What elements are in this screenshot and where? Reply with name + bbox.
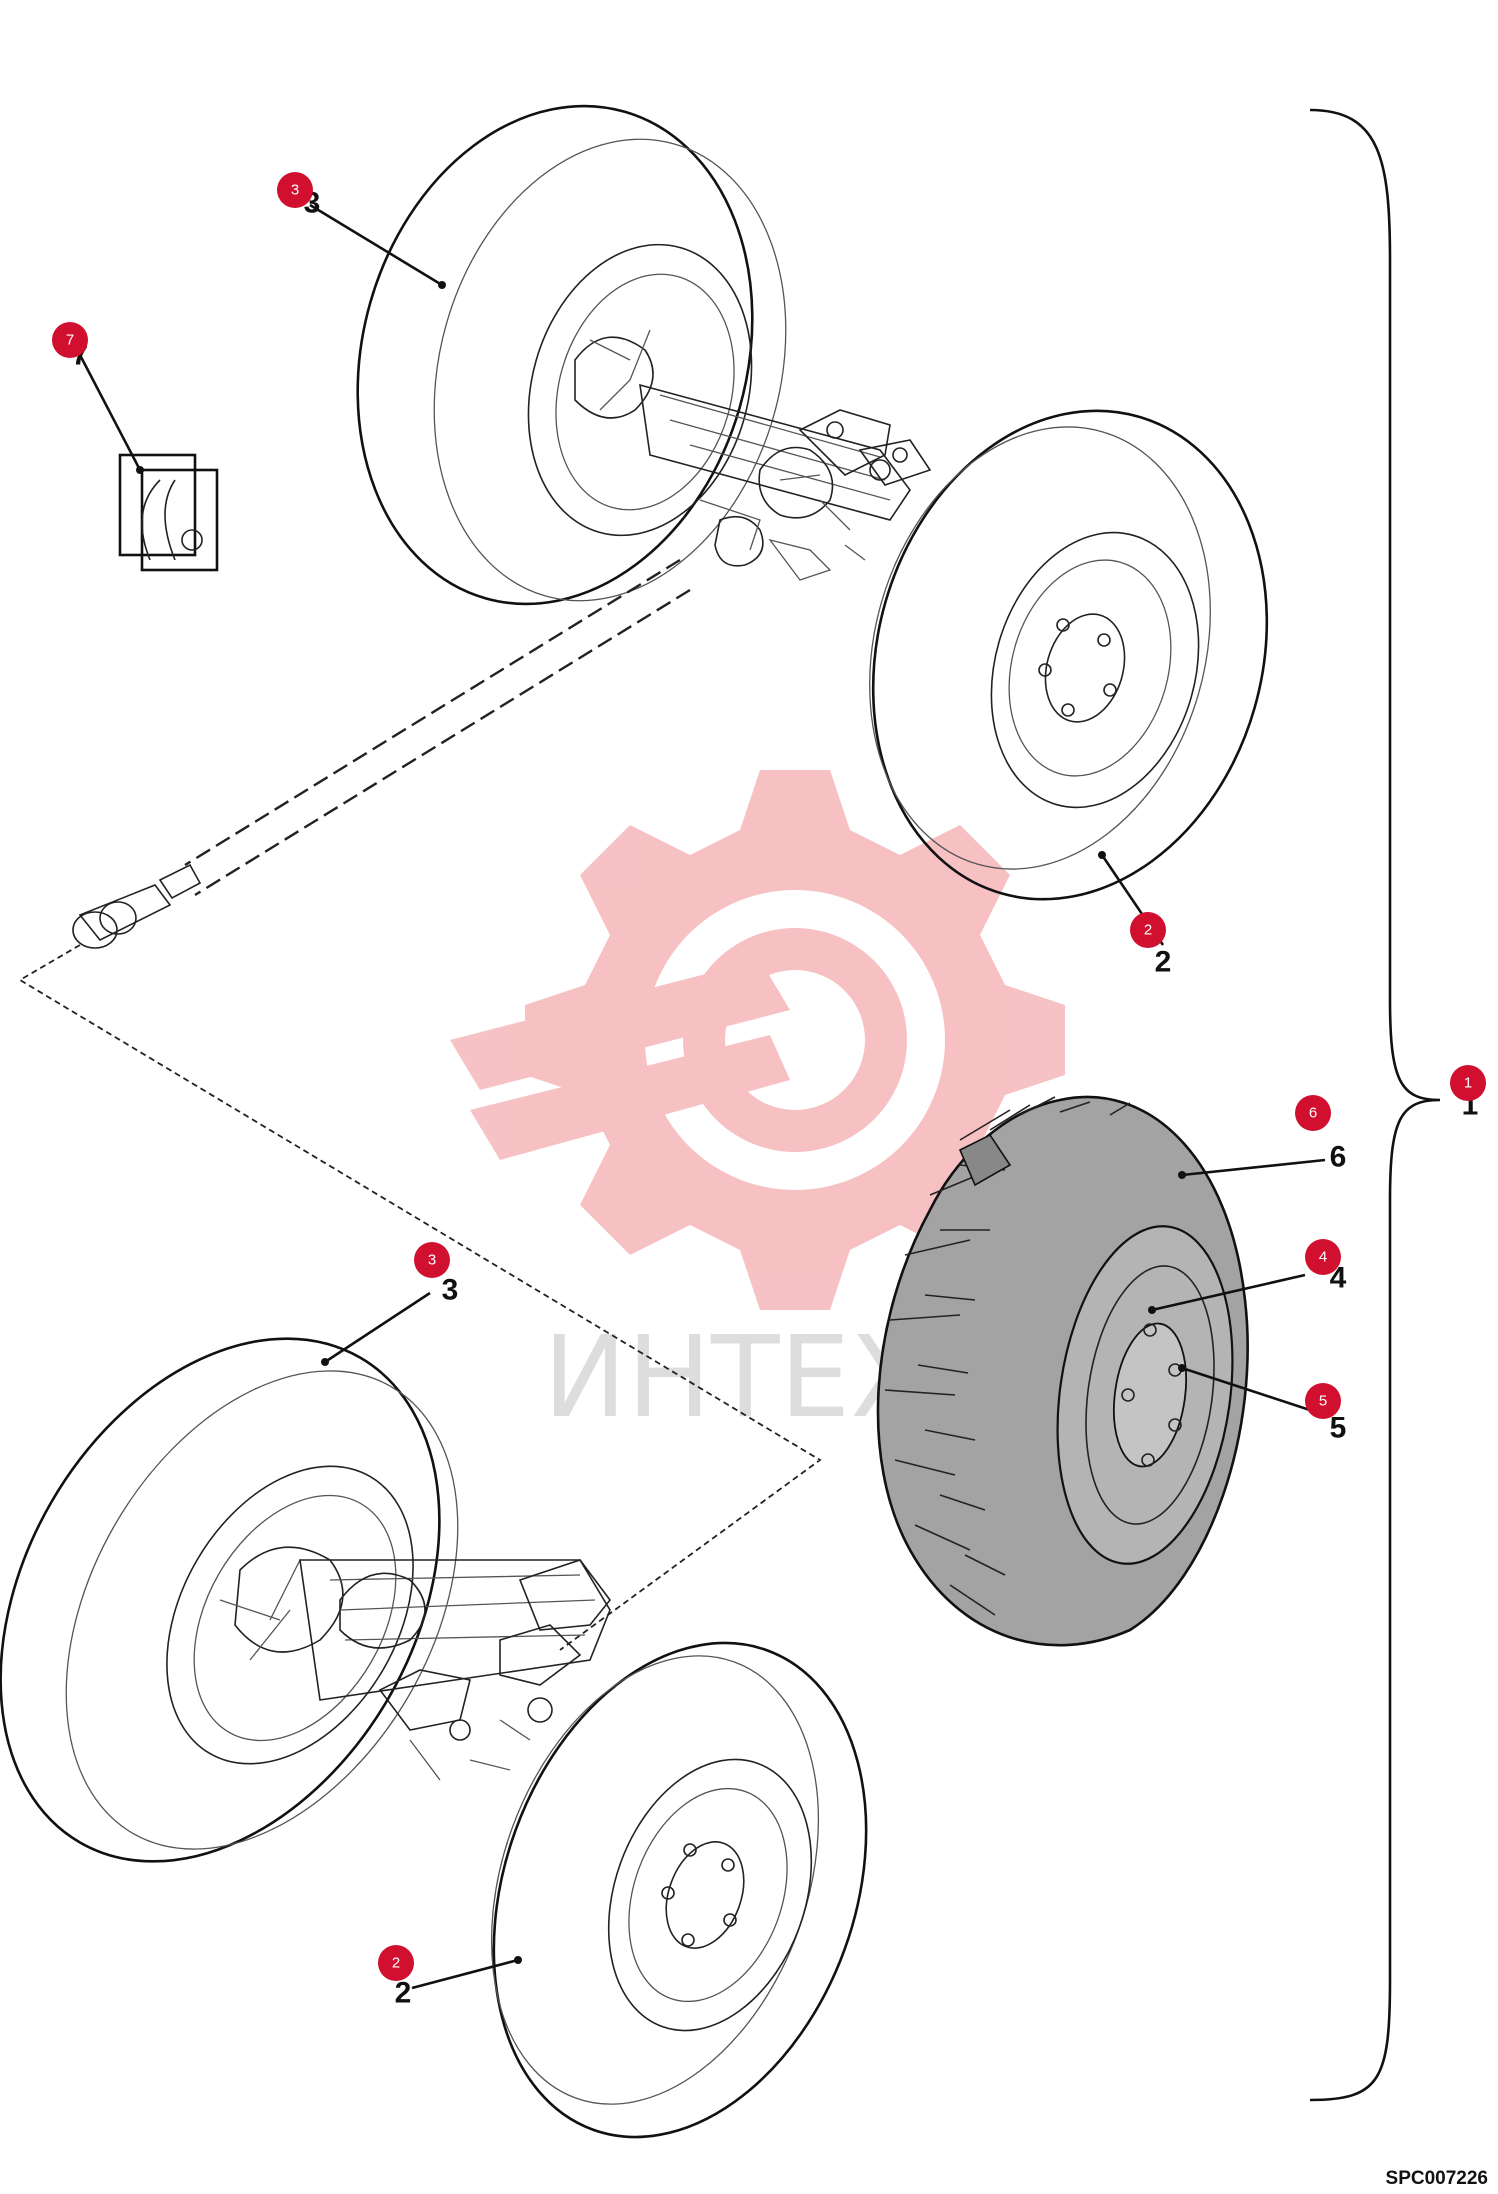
upper-axle-assembly (356, 104, 1269, 901)
callout-marker-4[interactable]: 4 (1305, 1239, 1341, 1275)
callout-marker-3-lower[interactable]: 3 (414, 1242, 450, 1278)
valve-part (118, 453, 219, 572)
watermark-text: ИНТЕХ (543, 1313, 927, 1443)
drive-shaft-coupling (72, 863, 202, 949)
lower-axle-housing (299, 1559, 612, 1781)
callout-marker-2-upper[interactable]: 2 (1130, 912, 1166, 948)
upper-axle-housing (639, 383, 932, 581)
lower-left-wheel (0, 1337, 459, 1863)
callout-marker-3-upper[interactable]: 3 (277, 172, 313, 208)
upper-left-wheel (356, 104, 787, 606)
svg-text:2: 2 (1144, 922, 1152, 939)
callout-marker-7[interactable]: 7 (52, 322, 88, 358)
svg-text:4: 4 (1319, 1249, 1327, 1266)
lower-axle-assembly (0, 1337, 868, 2139)
watermark-wrench-icon (450, 960, 790, 1160)
lower-right-wheel (490, 1641, 868, 2139)
svg-text:7: 7 (66, 332, 74, 349)
upper-right-wheel (869, 409, 1269, 901)
watermark-logo (450, 770, 1065, 1310)
callout-marker-5[interactable]: 5 (1305, 1383, 1341, 1419)
leader-lines (78, 203, 1326, 1990)
drive-shaft (18, 558, 822, 1651)
svg-text:3: 3 (291, 182, 299, 199)
svg-text:1: 1 (1464, 1075, 1472, 1092)
svg-text:3: 3 (428, 1252, 436, 1269)
assembly-bracket (1309, 108, 1441, 2102)
svg-text:5: 5 (1319, 1393, 1327, 1410)
callout-marker-6[interactable]: 6 (1295, 1095, 1331, 1131)
svg-text:2: 2 (392, 1955, 400, 1972)
svg-text:6: 6 (1309, 1105, 1317, 1122)
rim (1056, 1225, 1234, 1565)
printed-number-6: 6 (1330, 1141, 1347, 1174)
printed-number-2-lower: 2 (395, 1977, 412, 2010)
callout-marker-1[interactable]: 1 (1450, 1065, 1486, 1101)
callout-marker-2-lower[interactable]: 2 (378, 1945, 414, 1981)
printed-number-3-lower: 3 (442, 1274, 459, 1307)
figure-code: SPC007226 (1386, 2168, 1488, 2189)
watermark-gear-icon (525, 770, 1065, 1310)
printed-number-2-upper: 2 (1155, 946, 1172, 979)
tire-wheel-assembly (876, 1095, 1249, 1647)
printed-number-5: 5 (1330, 1412, 1347, 1445)
